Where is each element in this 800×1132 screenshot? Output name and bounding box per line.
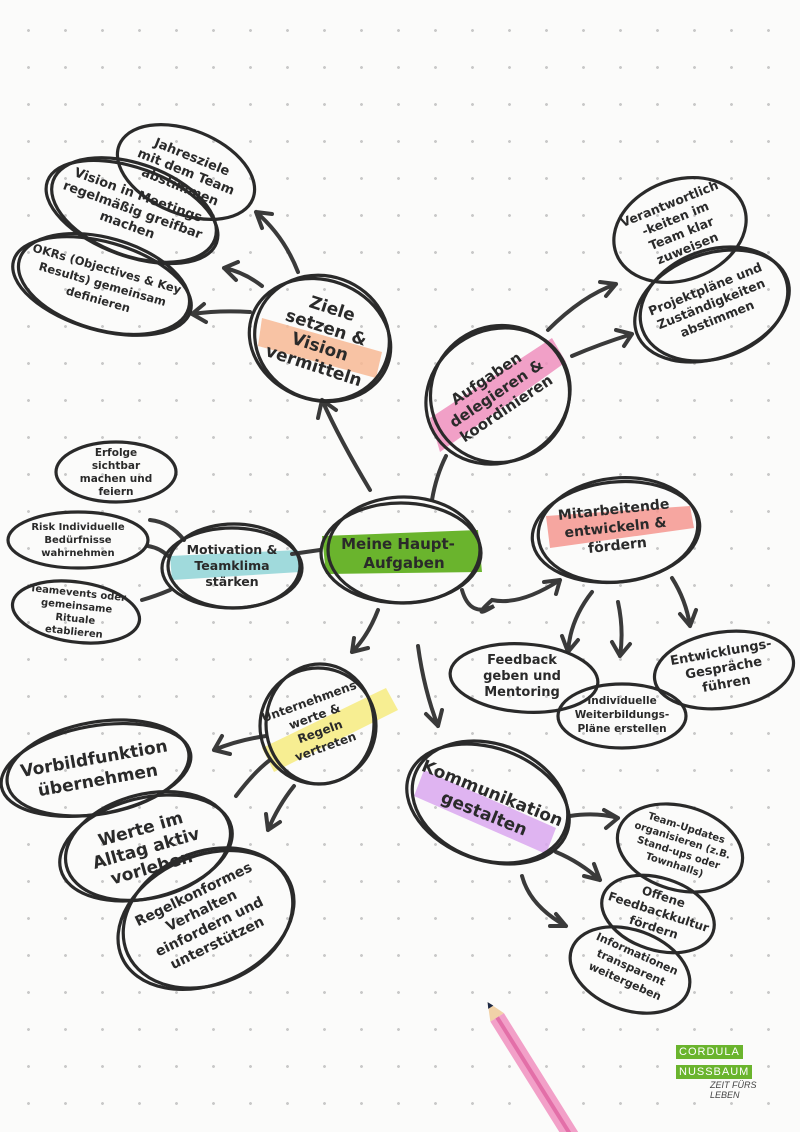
node-mitarbeitende-b[interactable]: Individuelle Weiterbildungs- Pläne erste… xyxy=(556,682,688,750)
node-motivation[interactable]: Motivation & Teamklima stärken xyxy=(160,522,304,610)
motivation-a-label-2: sichtbar xyxy=(92,460,141,472)
mitarbeitende-b-label-1: Individuelle xyxy=(587,695,656,707)
mitarbeitende-label-3: fördern xyxy=(587,535,647,557)
arrow-to-kommunikation-c xyxy=(520,874,568,928)
node-kommunikation-a[interactable]: Team-Updates organisieren (z.B. Stand-up… xyxy=(607,790,753,906)
arrow-to-motivation-a xyxy=(148,518,186,542)
center-highlight xyxy=(322,530,482,574)
node-aufgaben-b[interactable]: Projektpläne und Zuständigkeiten abstimm… xyxy=(619,227,800,382)
node-aufgaben-a[interactable]: Verantwortlich -keiten im Team klar zuwe… xyxy=(599,160,761,300)
motivation-label-3: stärken xyxy=(205,574,258,589)
motivation-b-label-1: Risk Individuelle xyxy=(31,522,124,533)
node-kommunikation-c[interactable]: Informationen transparent weitergeben xyxy=(558,911,702,1029)
arrow-to-kommunikation-a xyxy=(568,808,620,830)
node-mitarbeitende-c[interactable]: Entwicklungs- Gespräche führen xyxy=(649,623,798,718)
arrow-to-mitarbeitende xyxy=(460,578,562,614)
arrow-to-motivation-c xyxy=(140,588,172,602)
motivation-b-label-2: Bedürfnisse xyxy=(44,535,111,546)
node-motivation-c[interactable]: Teamevents oder gemeinsame Rituale etabl… xyxy=(8,573,143,650)
mitarbeitende-a-label-2: geben und xyxy=(483,669,561,684)
node-ziele-c[interactable]: OKRs (Objectives & Key Results) gemeinsa… xyxy=(1,216,202,354)
arrow-to-aufgaben-a xyxy=(546,280,618,332)
center-label-2: Aufgaben xyxy=(363,554,444,572)
mitarbeitende-a-label-3: Mentoring xyxy=(484,685,560,700)
arrow-to-werte-b xyxy=(234,758,272,798)
ziele-highlight xyxy=(258,318,382,378)
node-kommunikation[interactable]: Kommunikation gestalten xyxy=(390,720,586,885)
arrow-to-ziele-c xyxy=(190,302,252,324)
node-motivation-a[interactable]: Erfolge sichtbar machen und feiern xyxy=(54,440,178,504)
mitarbeitende-a-label-1: Feedback xyxy=(487,653,557,668)
werte-highlight xyxy=(262,688,398,772)
arrow-to-werte xyxy=(350,608,380,654)
node-motivation-b[interactable]: Risk Individuelle Bedürfnisse wahrnehmen xyxy=(6,510,150,570)
brand-tagline: ZEIT FÜRS LEBEN xyxy=(710,1080,757,1100)
mitarbeitende-b-label-2: Weiterbildungs- xyxy=(575,709,670,721)
connectors xyxy=(140,210,698,928)
node-aufgaben[interactable]: Aufgaben delegieren & koordinieren xyxy=(401,300,595,490)
motivation-c-label-3: Rituale xyxy=(55,612,96,627)
arrow-to-motivation xyxy=(290,548,322,556)
motivation-b-label-3: wahrnehmen xyxy=(41,548,114,559)
arrow-to-mitarbeitende-b xyxy=(610,600,632,658)
highlights xyxy=(170,318,694,854)
motivation-highlight xyxy=(170,550,300,580)
mitarbeitende-highlight xyxy=(546,506,694,548)
node-kommunikation-b[interactable]: Offene Feedbackkultur fördern xyxy=(592,862,725,966)
arrow-to-mitarbeitende-a xyxy=(560,590,594,654)
node-center[interactable]: Meine Haupt- Aufgaben xyxy=(319,495,483,605)
node-werte-b[interactable]: Werte im Alltag aktiv vorleben xyxy=(49,775,244,918)
motivation-a-label-3: machen und xyxy=(80,473,152,485)
brand-logo: CORDULA NUSSBAUM ZEIT FÜRS LEBEN xyxy=(676,1040,796,1100)
arrow-to-ziele-b xyxy=(222,260,264,288)
mitarbeitende-b-label-3: Pläne erstellen xyxy=(577,723,666,735)
motivation-a-label-1: Erfolge xyxy=(95,447,137,459)
motivation-label-2: Teamklima xyxy=(194,558,269,573)
kommunikation-highlight xyxy=(414,770,556,854)
brand-line-2: NUSSBAUM xyxy=(676,1065,753,1079)
arrow-to-aufgaben xyxy=(430,454,448,502)
pencil-icon xyxy=(487,1002,584,1132)
arrow-to-kommunikation xyxy=(416,644,444,728)
aufgaben-highlight xyxy=(430,338,566,452)
arrow-to-kommunikation-b xyxy=(554,850,602,882)
arrow-to-ziele-a xyxy=(254,210,300,274)
center-label-1: Meine Haupt- xyxy=(341,535,455,553)
arrow-to-werte-a xyxy=(212,734,268,756)
arrow-to-werte-c xyxy=(264,784,296,832)
brand-line-1: CORDULA xyxy=(676,1045,743,1059)
arrow-to-ziele xyxy=(316,398,372,492)
motivation-label-1: Motivation & xyxy=(187,542,278,557)
node-mitarbeitende-a[interactable]: Feedback geben und Mentoring xyxy=(448,639,600,717)
arrow-to-aufgaben-b xyxy=(570,328,634,358)
motivation-a-label-4: feiern xyxy=(98,486,133,498)
arrow-to-mitarbeitende-c xyxy=(670,576,698,628)
